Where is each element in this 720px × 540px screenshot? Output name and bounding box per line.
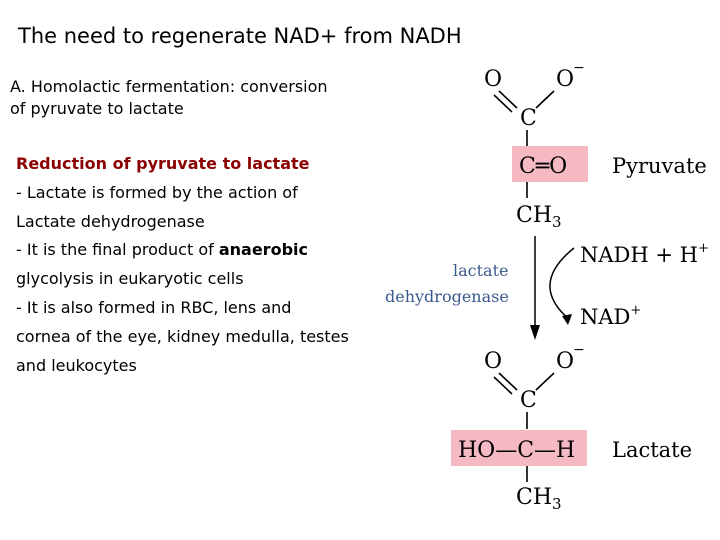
enzyme-label-line-1: lactate <box>453 261 508 280</box>
nadh-label: NADH + H+ <box>580 241 709 267</box>
pyruvate-highlight <box>512 146 588 182</box>
body-line-7: and leukocytes <box>16 355 137 375</box>
lactate-methyl: CH3 <box>516 485 562 513</box>
main-arrowhead <box>530 325 540 340</box>
lactate-o-left: O <box>484 349 502 374</box>
pyruvate-structure: O O − C C═O CH3 Pyruvate <box>484 60 707 231</box>
subtitle-line-1: A. Homolactic fermentation: conversion <box>10 77 328 96</box>
lactate-structure: O O − C HO—C—H CH3 Lactate <box>451 342 692 513</box>
pyruvate-carboxyl-c: C <box>520 106 537 131</box>
pyruvate-o-left: O <box>484 67 502 92</box>
body-line-4: glycolysis in eukaryotic cells <box>16 269 244 289</box>
lactate-double-bond-a <box>498 372 518 391</box>
lactate-highlight <box>451 430 587 466</box>
pyruvate-single-bond <box>535 90 555 109</box>
pyruvate-keto: C═O <box>519 154 567 179</box>
pyruvate-double-bond-a <box>498 90 518 109</box>
body-line-1: - Lactate is formed by the action of <box>16 182 298 202</box>
lactate-double-bond-b <box>493 376 513 395</box>
cofactor-curve-arrow <box>549 247 575 321</box>
body-line-5: - It is also formed in RBC, lens and <box>16 297 292 317</box>
lactate-label: Lactate <box>612 438 692 462</box>
subtitle-line-2: of pyruvate to lactate <box>10 99 184 118</box>
pyruvate-double-bond-b <box>493 94 513 113</box>
body-line-6: cornea of the eye, kidney medulla, teste… <box>16 326 349 346</box>
lactate-o-right: O <box>556 349 574 374</box>
pyruvate-charge: − <box>573 60 585 76</box>
body-text: Reduction of pyruvate to lactate - Lacta… <box>16 150 416 380</box>
section-heading: Reduction of pyruvate to lactate <box>16 154 310 173</box>
pyruvate-label: Pyruvate <box>612 154 707 178</box>
lactate-charge: − <box>573 342 585 358</box>
subtitle: A. Homolactic fermentation: conversion o… <box>10 76 410 120</box>
anaerobic-emphasis: anaerobic <box>218 240 308 260</box>
reaction-arrows <box>530 236 575 340</box>
lactate-carboxyl-c: C <box>520 388 537 413</box>
pyruvate-o-right: O <box>556 67 574 92</box>
enzyme-label-line-2: dehydrogenase <box>385 287 509 306</box>
slide-title: The need to regenerate NAD+ from NADH <box>18 24 462 48</box>
cofactor-arrowhead <box>562 314 572 325</box>
body-line-2: Lactate dehydrogenase <box>16 211 205 231</box>
pyruvate-methyl: CH3 <box>516 203 562 231</box>
nad-label: NAD+ <box>580 303 641 329</box>
lactate-alcohol: HO—C—H <box>458 438 575 463</box>
body-line-3-text: - It is the final product of <box>16 240 219 260</box>
body-line-3: - It is the final product of anaerobic <box>16 236 416 265</box>
lactate-single-bond <box>535 372 555 391</box>
